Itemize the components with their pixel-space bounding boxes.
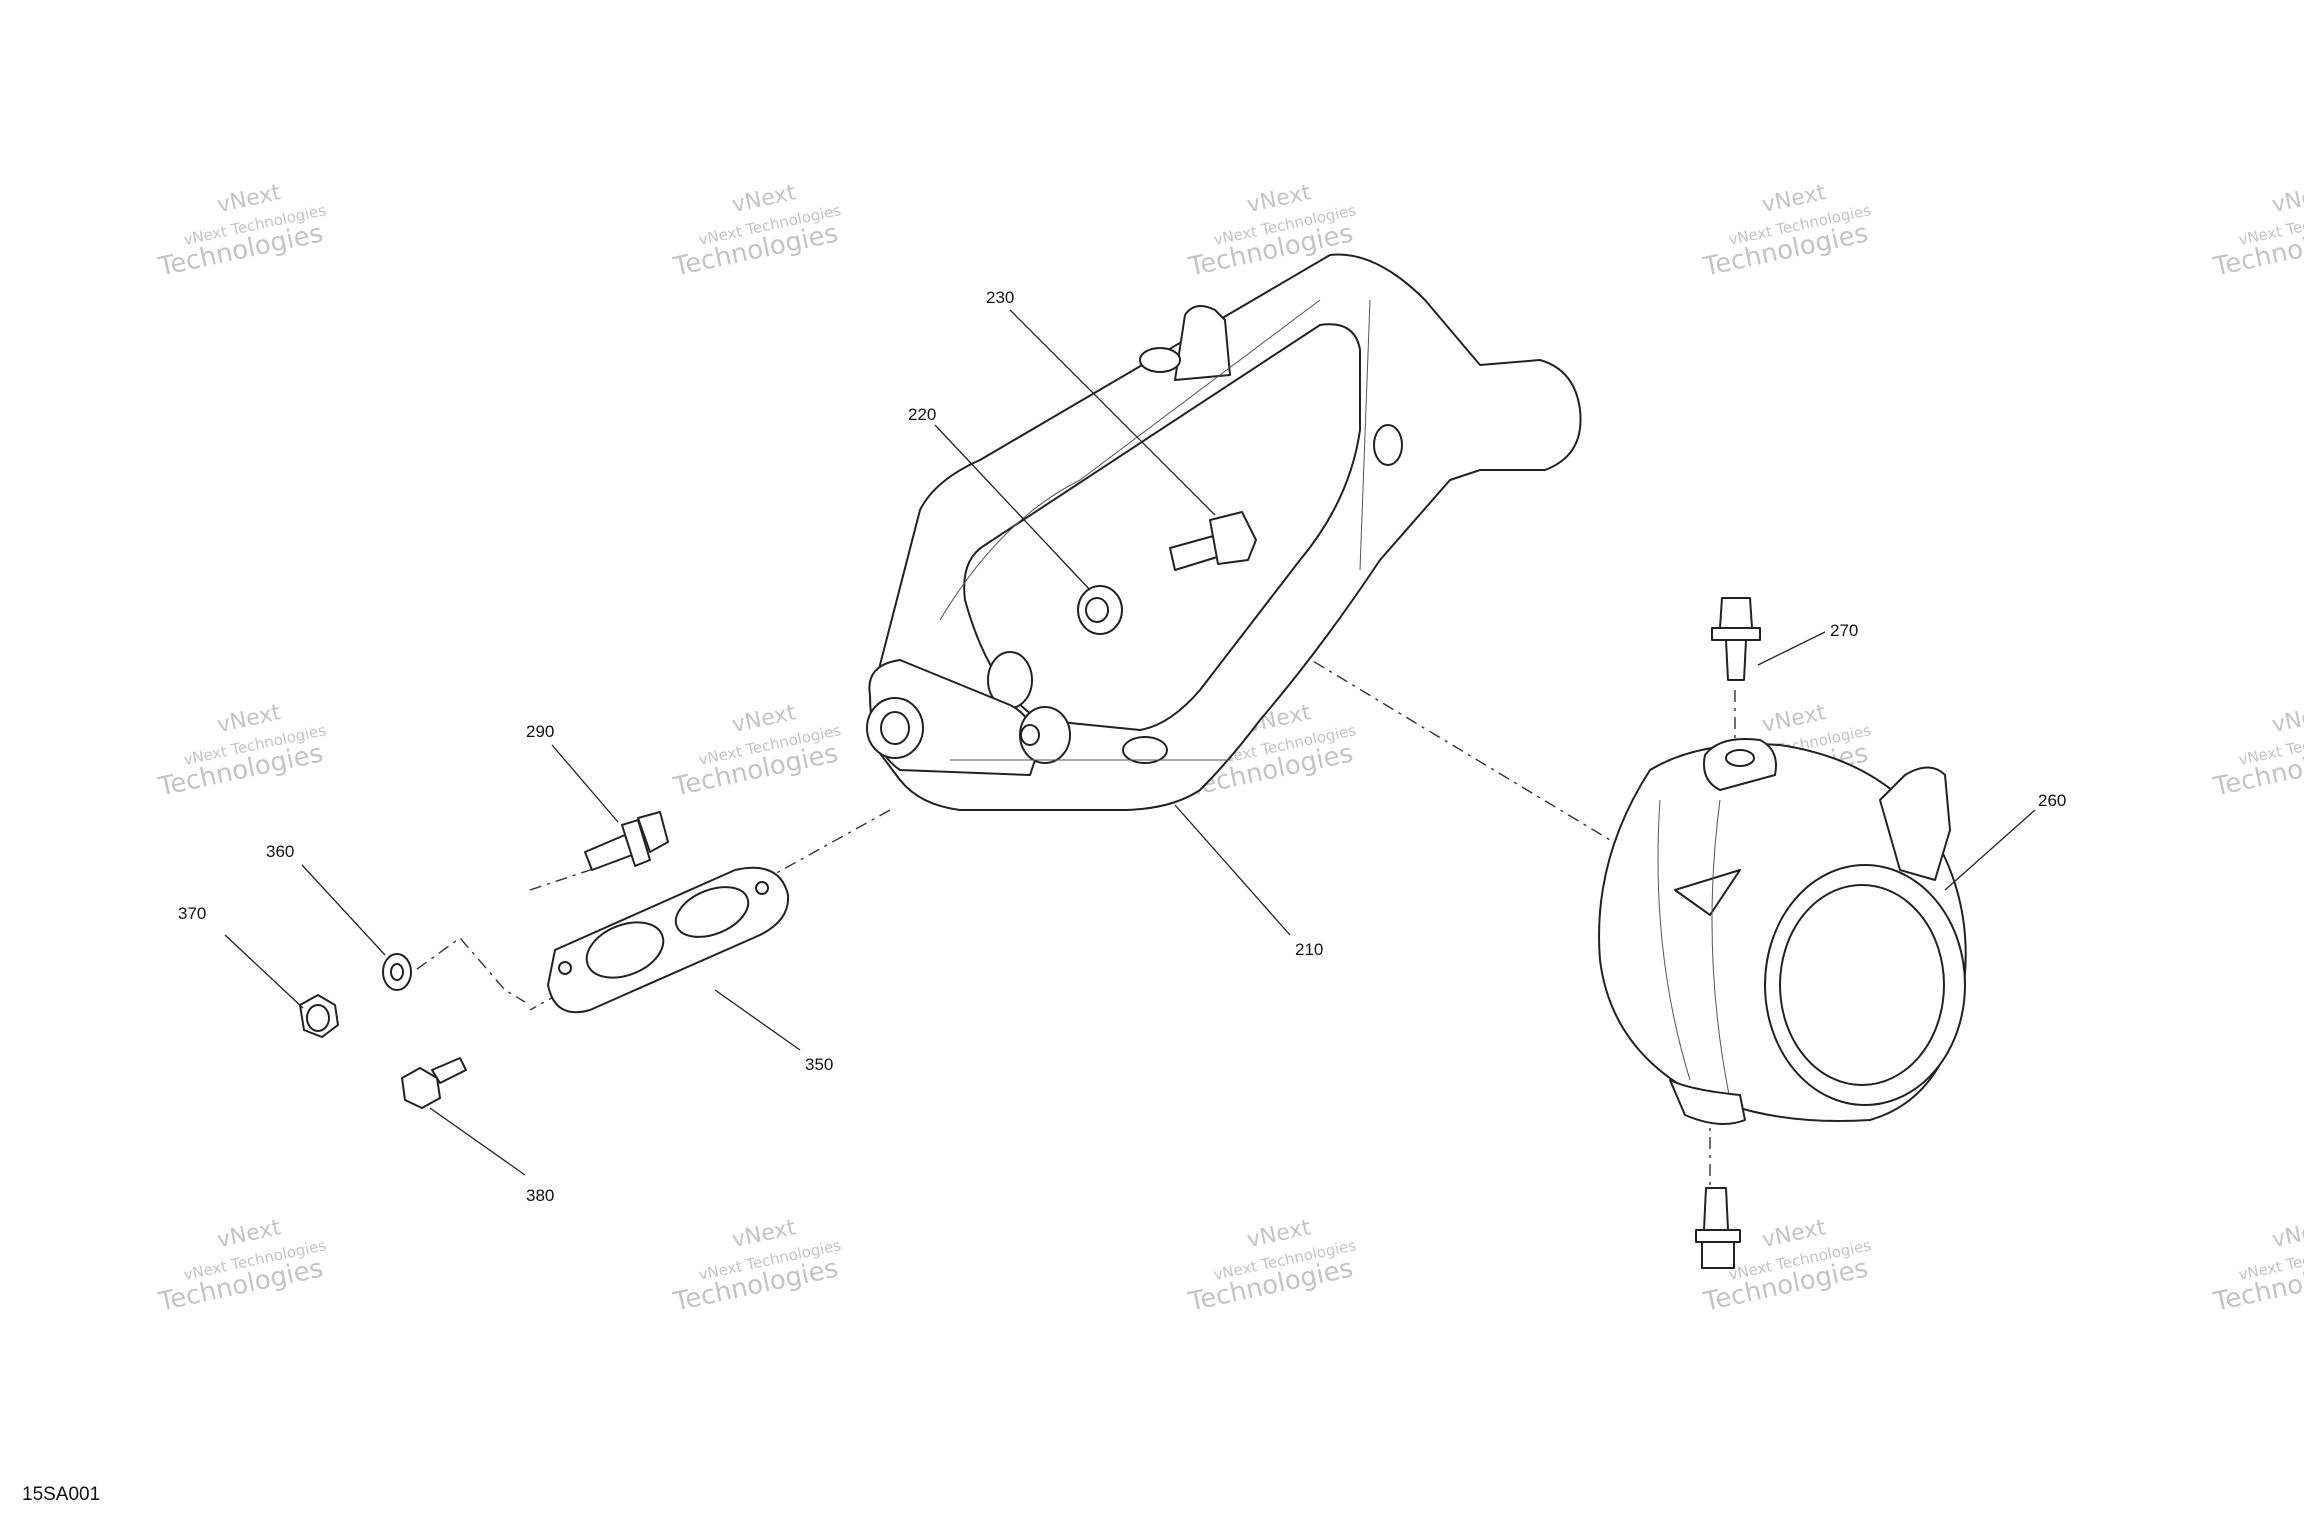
watermark: vNext Technologies vNext Technologies [670,1215,843,1318]
watermark: vNext Technologies vNext Technologies [1700,180,1873,283]
housing-rib [1674,869,1741,916]
bolt-flange [1695,1229,1741,1243]
callout-210: 210 [1295,940,1323,959]
arm-hole [1139,347,1181,373]
bolt-flange [1711,627,1761,641]
arm-hole [1373,424,1403,466]
spacer-hole [1085,597,1109,623]
housing-contour [1711,799,1731,1101]
watermark: vNext Technologies vNext Technologies [1185,1215,1358,1318]
arm-contour [1359,299,1371,571]
part-260-housing [1598,738,1967,1125]
part-290-bolt [584,811,669,871]
watermark: vNext Technologies vNext Technologies [2210,180,2304,283]
leader-380 [429,1107,526,1176]
part-380-bolt [401,1057,467,1109]
callout-290: 290 [526,722,554,741]
leader-370 [224,934,304,1009]
housing-mount-ear [1879,766,1951,881]
arm-bushing [1020,724,1040,746]
leader-210 [1174,804,1291,936]
bolt-shank [1725,639,1747,681]
part-270-bolt [1711,597,1761,681]
watermark: vNext Technologies vNext Technologies [155,700,328,803]
housing-bore-inner [1779,884,1945,1086]
bolt-head [1719,597,1753,629]
housing-top-hole [1725,749,1755,767]
leader-260 [1944,809,2036,891]
housing-contour [1657,799,1691,1081]
part-220-spacer [1077,585,1123,635]
nut-face [306,1004,330,1032]
washer-hole [390,963,404,981]
callout-360: 360 [266,842,294,861]
bolt-head [1701,1241,1735,1269]
leader-230 [1009,309,1216,516]
callout-380: 380 [526,1186,554,1205]
bracket-slot [585,921,665,979]
leader-lines [224,309,2036,1176]
arm-mount-tab [1174,305,1231,381]
bolt-head [401,1067,441,1109]
bolt-head [1209,511,1257,565]
arm-contour [939,299,1321,621]
watermark: vNext Technologies vNext Technologies [670,700,843,803]
bolt-shank [1703,1187,1729,1231]
arm-hole [1122,736,1168,764]
leader-350 [714,989,801,1051]
watermark: vNext Technologies vNext Technologies [2210,700,2304,803]
bolt-shank [431,1057,467,1084]
watermark: vNext Technologies vNext Technologies [2210,1215,2304,1318]
bolt-flange [621,819,651,867]
watermark: vNext Technologies vNext Technologies [155,180,328,283]
watermark-text: vNext [2270,1215,2304,1253]
watermark-text: vNext [2270,180,2304,218]
part-360-washer [382,953,412,991]
bolt-shank [584,834,633,871]
callouts: 210 220 230 260 270 290 350 360 370 380 [178,288,2066,1205]
watermark: vNext Technologies vNext Technologies [155,1215,328,1318]
watermark: vNext Technologies vNext Technologies [670,180,843,283]
bracket-slot [674,886,750,938]
bolt-head [637,811,669,853]
drawing-code: 15SA001 [22,1484,101,1505]
part-230-bolt [1169,511,1257,571]
callout-270: 270 [1830,621,1858,640]
leader-360 [301,864,386,956]
leader-220 [934,424,1091,591]
callout-370: 370 [178,904,206,923]
callout-350: 350 [805,1055,833,1074]
leader-270 [1757,631,1826,666]
bracket-body [547,866,790,1014]
assembly-line [529,859,621,891]
part-370-nut [299,994,339,1038]
leader-290 [551,744,619,823]
part-bottom-bolt [1695,1187,1741,1269]
callout-260: 260 [2038,791,2066,810]
part-350-bracket [547,866,790,1014]
bracket-hole [558,961,572,975]
callout-220: 220 [908,405,936,424]
assembly-line [394,937,526,1003]
watermark-text: vNext [2270,700,2304,738]
housing-bottom-boss [1669,1079,1746,1125]
callout-230: 230 [986,288,1014,307]
arm-bushing [880,711,910,745]
bracket-hole [755,881,769,895]
